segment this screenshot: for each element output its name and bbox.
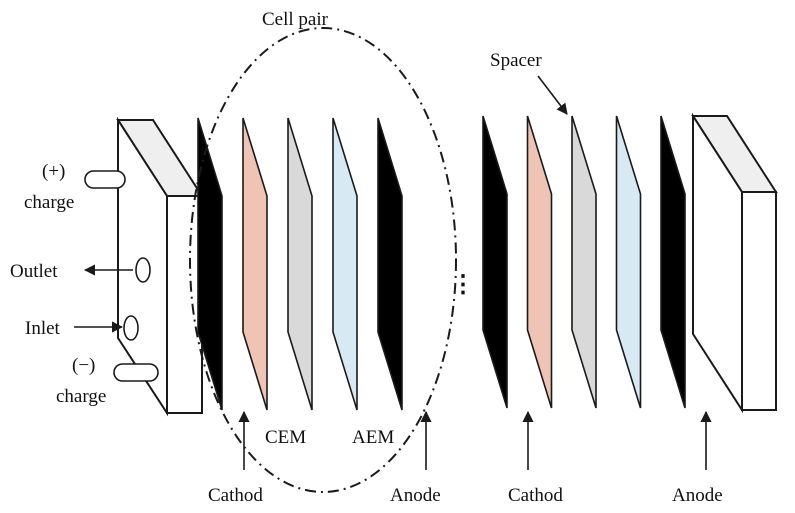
left-stack-aem-sheet-4 <box>332 117 358 411</box>
outlet-label: Outlet <box>10 261 58 282</box>
right-stack-aem-sheet-4 <box>615 115 642 409</box>
spacer-label: Spacer <box>490 50 542 71</box>
right-end-plate <box>691 112 778 414</box>
negative-charge-plug <box>113 363 159 382</box>
cell-pair-label: Cell pair <box>262 9 329 30</box>
right-stack-electrode-sheet-5 <box>660 115 686 409</box>
right-stack-spacer-sheet-3 <box>571 115 597 409</box>
stack-continuation-ellipsis: ⋮ <box>451 272 475 298</box>
cem-label: CEM <box>265 427 306 448</box>
cathode-right-label: Cathod <box>508 485 563 506</box>
right-stack-electrode-sheet-1 <box>482 115 508 409</box>
positive-charge-plug <box>84 170 126 189</box>
negative-charge-label: charge <box>56 386 106 407</box>
left-stack-electrode-sheet-5 <box>377 117 403 411</box>
inlet-port <box>123 315 139 341</box>
spacer-arrow <box>537 75 568 115</box>
right-stack-cem-sheet-2 <box>526 115 553 409</box>
inlet-label: Inlet <box>25 318 61 339</box>
cathode-left-label: Cathod <box>208 485 263 506</box>
left-end-plate-face <box>166 195 203 414</box>
positive-charge-label: charge <box>24 192 74 213</box>
left-stack-electrode-sheet-1 <box>197 117 223 411</box>
positive-charge-sign: (+) <box>42 161 65 182</box>
right-membrane-stack <box>482 115 686 409</box>
left-membrane-stack <box>197 117 403 411</box>
right-end-plate-face <box>741 191 777 411</box>
anode-left-label: Anode <box>390 485 441 506</box>
left-stack-cem-sheet-2 <box>242 117 268 411</box>
anode-right-label: Anode <box>672 485 723 506</box>
left-stack-spacer-sheet-3 <box>287 117 313 411</box>
negative-charge-sign: (−) <box>72 355 95 376</box>
aem-label: AEM <box>352 427 394 448</box>
outlet-port <box>135 257 151 283</box>
cell-pair-outline <box>189 27 457 493</box>
